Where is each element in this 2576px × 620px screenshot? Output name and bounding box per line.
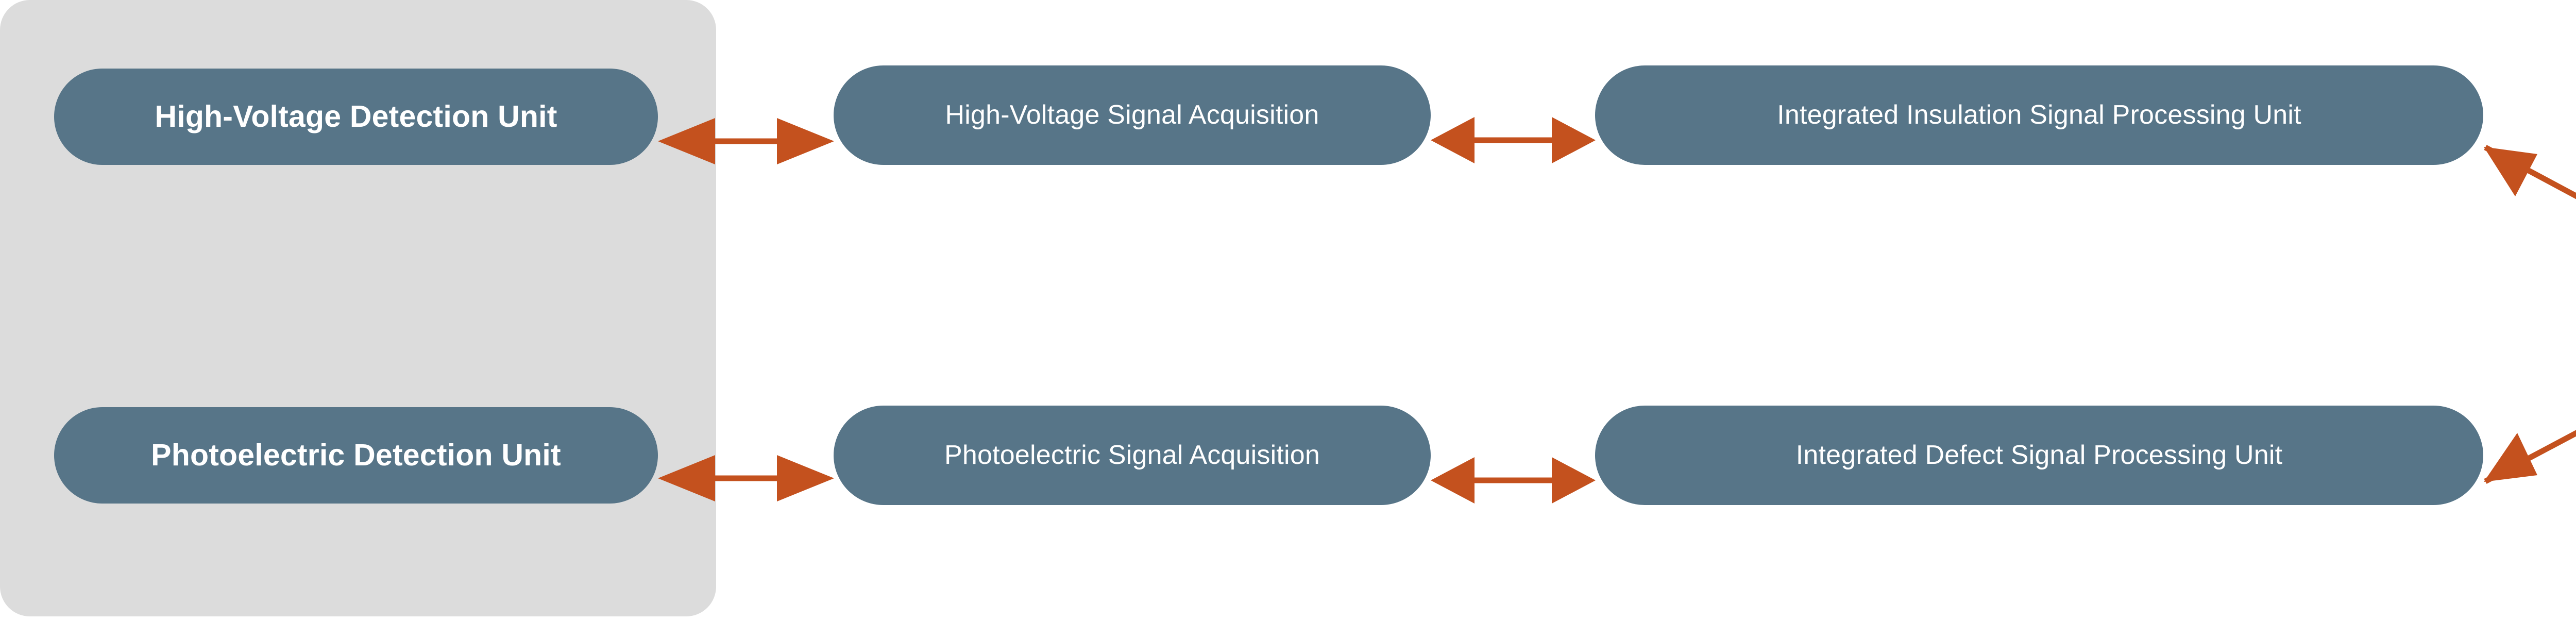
node-label: Photoelectric Detection Unit [151,438,561,472]
edge-ins-proc-to-computer [2484,145,2576,199]
node-label: High-Voltage Signal Acquisition [945,99,1319,130]
node-integrated-insulation-signal-processing-unit[interactable]: Integrated Insulation Signal Processing … [1595,65,2483,165]
node-photoelectric-signal-acquisition[interactable]: Photoelectric Signal Acquisition [834,406,1431,505]
node-photoelectric-detection-unit[interactable]: Photoelectric Detection Unit [54,407,658,504]
node-high-voltage-detection-unit[interactable]: High-Voltage Detection Unit [54,69,658,165]
edge-pe-acq-to-def-proc [1431,457,1596,504]
node-label: Integrated Defect Signal Processing Unit [1795,440,2283,470]
node-integrated-defect-signal-processing-unit[interactable]: Integrated Defect Signal Processing Unit [1595,406,2483,505]
node-label: Integrated Insulation Signal Processing … [1777,99,2301,130]
node-high-voltage-signal-acquisition[interactable]: High-Voltage Signal Acquisition [834,65,1431,165]
edge-def-proc-to-computer [2484,430,2576,484]
edge-hv-acq-to-ins-proc [1431,117,1596,163]
node-label: High-Voltage Detection Unit [155,99,557,133]
node-label: Photoelectric Signal Acquisition [944,440,1320,470]
